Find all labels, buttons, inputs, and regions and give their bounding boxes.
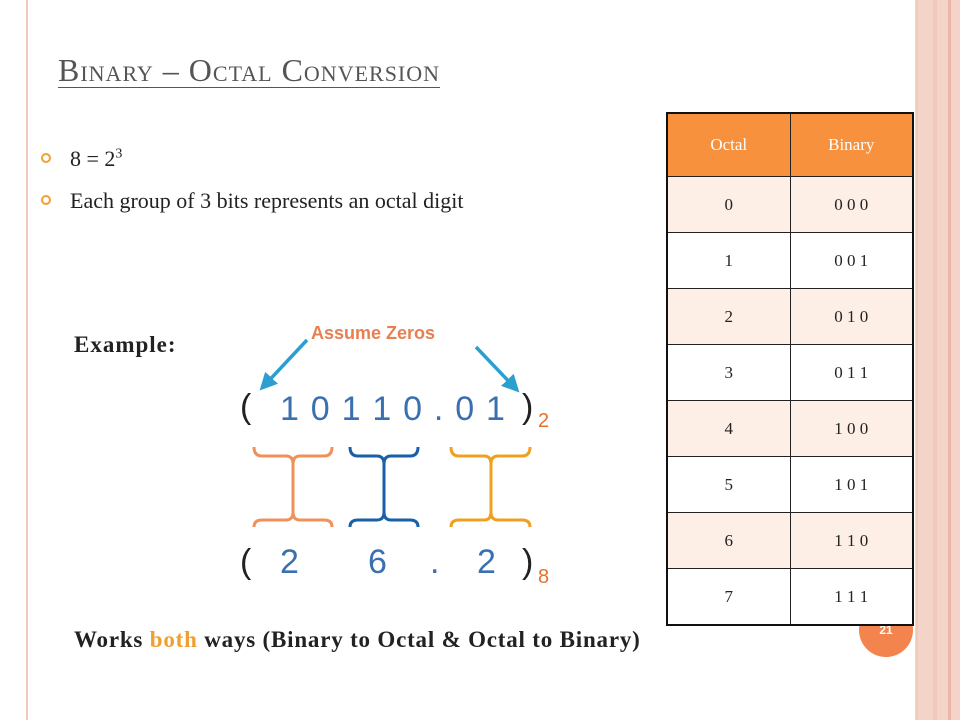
bullet-circle-icon — [41, 153, 51, 163]
binary-cell: 1 0 0 — [789, 400, 914, 457]
close-paren: ) — [522, 388, 534, 426]
open-paren: ( — [240, 543, 252, 581]
arrow-left-icon — [259, 338, 309, 391]
octal-cell: 7 — [666, 568, 791, 626]
binary-number: 1 0 1 1 0 . 0 1 — [280, 390, 505, 429]
column-header-octal: Octal — [666, 112, 791, 177]
binary-cell: 1 1 0 — [789, 512, 914, 569]
octal-digit: 6 — [368, 543, 387, 581]
binary-point: . — [433, 390, 444, 428]
table-header-row: Octal Binary — [666, 112, 914, 177]
bullet-circle-icon — [41, 195, 51, 206]
binary-digit: 1 — [280, 390, 299, 428]
binary-cell: 0 1 0 — [789, 288, 914, 345]
example-label: Example: — [74, 332, 177, 357]
binary-cell: 0 0 1 — [789, 232, 914, 289]
footer-text: Works — [74, 627, 150, 652]
octal-cell: 4 — [666, 400, 791, 457]
binary-base-subscript: 2 — [538, 410, 550, 432]
brace-group-blue — [348, 446, 420, 528]
octal-cell: 2 — [666, 288, 791, 345]
footer-text: ways (Binary to Octal & Octal to Binary) — [197, 627, 641, 652]
bullet-text: 8 = 2 — [70, 146, 116, 171]
left-rule-decoration — [26, 0, 28, 720]
binary-cell: 0 0 0 — [789, 176, 914, 233]
exponent: 3 — [115, 146, 123, 162]
octal-point: . — [430, 543, 440, 581]
right-stripe-decoration — [933, 0, 937, 720]
footer-highlight: both — [149, 627, 198, 652]
bullet-item: Each group of 3 bits represents an octal… — [40, 187, 600, 215]
binary-cell: 1 1 1 — [789, 568, 914, 626]
right-band-decoration — [915, 0, 960, 720]
octal-cell: 0 — [666, 176, 791, 233]
binary-cell: 0 1 1 — [789, 344, 914, 401]
binary-digit: 0 — [403, 390, 423, 428]
footer-note: Works both ways (Binary to Octal & Octal… — [74, 624, 834, 656]
octal-digit: 2 — [280, 543, 299, 581]
bullet-list: 8 = 23 Each group of 3 bits represents a… — [40, 145, 600, 229]
octal-cell: 5 — [666, 456, 791, 513]
octal-cell: 3 — [666, 344, 791, 401]
octal-digit: 2 — [477, 543, 496, 581]
slide-title: Binary – Octal Conversion — [58, 52, 441, 88]
octal-cell: 6 — [666, 512, 791, 569]
column-header-binary: Binary — [789, 112, 914, 177]
octal-cell: 1 — [666, 232, 791, 289]
close-paren: ) — [522, 543, 534, 581]
binary-digit: 0 — [310, 390, 330, 428]
brace-group-orange — [252, 446, 334, 528]
brace-group-gold — [449, 446, 532, 528]
octal-base-subscript: 8 — [538, 566, 550, 588]
open-paren: ( — [240, 388, 252, 426]
binary-digit: 1 — [486, 390, 505, 428]
right-stripe-decoration — [916, 0, 918, 720]
assume-zeros-label: Assume Zeros — [311, 323, 436, 343]
arrow-right-icon — [474, 345, 520, 393]
bullet-text: Each group of 3 bits represents an octal… — [70, 188, 464, 214]
binary-digit: 0 — [455, 390, 475, 428]
binary-cell: 1 0 1 — [789, 456, 914, 513]
bullet-item: 8 = 23 — [40, 145, 600, 173]
binary-digit: 1 — [341, 390, 361, 428]
binary-digit: 1 — [372, 390, 392, 428]
right-stripe-decoration — [948, 0, 951, 720]
